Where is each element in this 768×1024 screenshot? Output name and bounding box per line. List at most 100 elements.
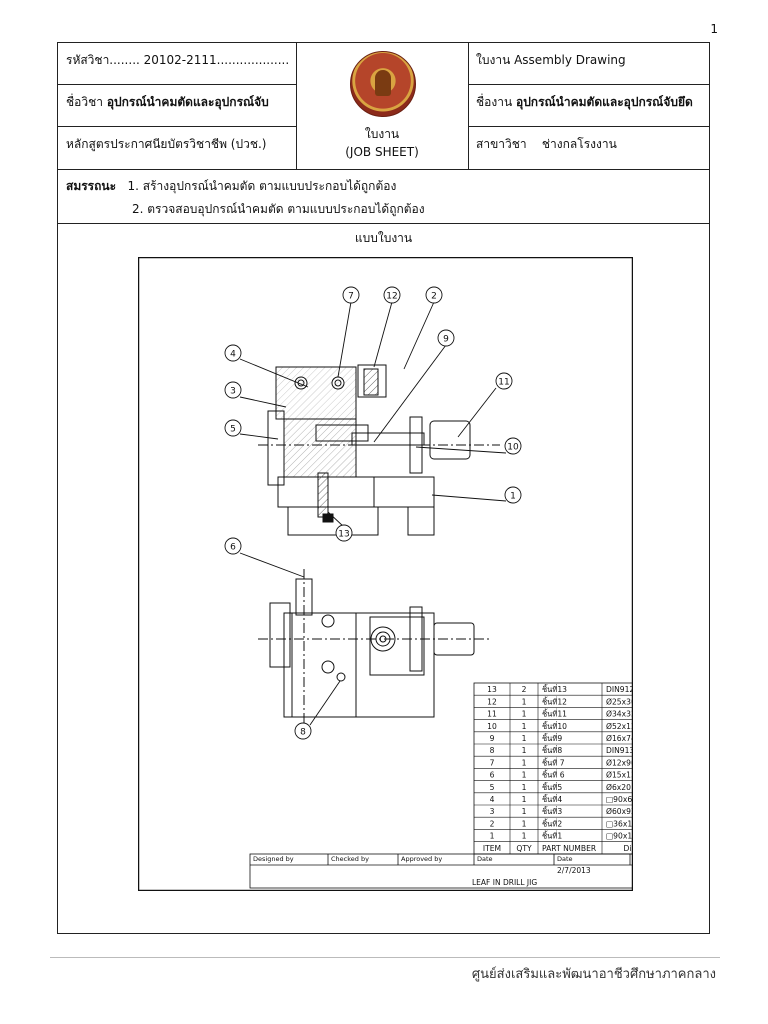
subject-code: รหัสวิชา........ 20102-2111.............…	[58, 43, 296, 85]
date-label-2: Date	[557, 855, 573, 863]
parts-table-cell: ชิ้นที่1	[542, 831, 562, 841]
balloon-12: 12	[383, 286, 401, 304]
svg-text:9: 9	[443, 335, 449, 345]
parts-table-cell: ชิ้นที่4	[542, 794, 562, 804]
svg-text:12: 12	[386, 292, 397, 302]
parts-table-cell: Ø6x20	[606, 783, 631, 792]
parts-table-cell: 9	[490, 734, 495, 743]
parts-table-cell: Ø12x90	[606, 758, 633, 767]
parts-table-cell: 1	[522, 783, 527, 792]
drawing-frame	[137, 256, 634, 892]
balloon-8: 8	[294, 722, 312, 740]
competency-item-2: 2. ตรวจสอบอุปกรณ์นำคมตัด ตามแบบประกอบได้…	[132, 202, 425, 216]
checked-by: Checked by	[331, 855, 369, 863]
svg-text:4: 4	[230, 350, 236, 360]
svg-text:2: 2	[431, 292, 437, 302]
institution-seal-logo	[350, 51, 416, 117]
parts-table-cell: ชิ้นที่8	[542, 745, 562, 755]
parts-table-cell: ชิ้นที่10	[542, 721, 567, 731]
svg-text:11: 11	[498, 378, 509, 388]
parts-table-cell: 1	[522, 795, 527, 804]
parts-table-cell: 13	[487, 685, 497, 694]
parts-table-cell: ชิ้นที่2	[542, 818, 562, 828]
footer-org: ศูนย์ส่งเสริมและพัฒนาอาชีวศึกษาภาคกลาง	[471, 967, 716, 982]
parts-table-cell: 1	[522, 697, 527, 706]
parts-table-cell: ชิ้นที่13	[542, 684, 567, 694]
parts-table-cell: 1	[522, 771, 527, 780]
parts-table-cell: 1	[522, 710, 527, 719]
header-middle: ใบงาน (JOB SHEET)	[296, 43, 469, 169]
footer-divider	[50, 957, 720, 958]
parts-table-cell: 1	[522, 758, 527, 767]
svg-text:10: 10	[507, 443, 519, 453]
job-name: อุปกรณ์นำคมตัดและอุปกรณ์จับยึด	[515, 95, 693, 109]
worksheet-label: ใบงาน Assembly Drawing	[468, 43, 709, 85]
parts-table-cell: □90x120x33	[606, 832, 633, 841]
parts-table-cell: ITEM	[483, 844, 501, 853]
parts-table-cell: QTY	[516, 844, 532, 853]
svg-text:7: 7	[348, 292, 354, 302]
subject-row: ชื่อวิชา อุปกรณ์นำคมตัดและอุปกรณ์จับ	[58, 85, 296, 127]
front-section-view	[258, 364, 500, 536]
top-view	[258, 569, 490, 727]
parts-table-cell: ชิ้นที่ 7	[542, 757, 565, 767]
balloon-1: 1	[504, 486, 522, 504]
parts-table-cell: 11	[487, 710, 497, 719]
parts-table-cell: 3	[490, 807, 495, 816]
sheet-title-en: (JOB SHEET)	[345, 145, 419, 159]
svg-text:13: 13	[338, 530, 349, 540]
header-left: รหัสวิชา........ 20102-2111.............…	[58, 43, 297, 169]
branch-name: ช่างกลโรงงาน	[541, 137, 617, 151]
balloon-5: 5	[224, 419, 242, 437]
balloon-10: 10	[504, 437, 522, 455]
balloon-3: 3	[224, 381, 242, 399]
parts-table-cell: Ø25x30	[606, 697, 633, 706]
date-value: 2/7/2013	[557, 866, 591, 875]
competency-line-1: สมรรถนะ 1. สร้างอุปกรณ์นำคมตัด ตามแบบประ…	[66, 177, 396, 196]
branch-label: สาขาวิชา	[476, 137, 527, 151]
parts-table-cell: DIN912	[606, 685, 633, 694]
job-row: ชื่องาน อุปกรณ์นำคมตัดและอุปกรณ์จับยึด	[468, 85, 709, 127]
parts-table-cell: Ø34x32	[606, 710, 633, 719]
parts-table-cell: ชิ้นที่9	[542, 733, 562, 743]
parts-table-cell: 1	[522, 832, 527, 841]
balloon-7: 7	[342, 286, 360, 304]
parts-table-cell: ชิ้นที่5	[542, 782, 562, 792]
competency-block: สมรรถนะ 1. สร้างอุปกรณ์นำคมตัด ตามแบบประ…	[58, 169, 709, 224]
balloon-9: 9	[437, 329, 455, 347]
parts-table-cell: Diamension	[623, 844, 633, 853]
parts-table-cell: 1	[522, 746, 527, 755]
parts-table-cell: ชิ้นที่3	[542, 806, 562, 816]
parts-table-cell: DIN913	[606, 746, 633, 755]
header-block: รหัสวิชา........ 20102-2111.............…	[58, 43, 709, 169]
balloon-11: 11	[495, 372, 513, 390]
parts-table-cell: 8	[490, 746, 495, 755]
svg-text:6: 6	[230, 543, 236, 553]
parts-table-cell: ชิ้นที่ 6	[542, 770, 565, 780]
svg-text:8: 8	[300, 728, 306, 738]
svg-text:5: 5	[230, 425, 236, 435]
drawing-caption: แบบใบงาน	[354, 231, 413, 245]
parts-table-cell: □90x60x110	[606, 795, 633, 804]
page-number: 1	[710, 22, 718, 36]
designed-by: Designed by	[253, 855, 294, 863]
subject-name: อุปกรณ์นำคมตัดและอุปกรณ์จับ	[106, 95, 269, 109]
svg-text:1: 1	[510, 492, 516, 502]
branch-row: สาขาวิชา ช่างกลโรงงาน	[468, 127, 709, 169]
parts-table-cell: 1	[522, 807, 527, 816]
parts-table-cell: 1	[522, 734, 527, 743]
parts-table-cell: □36x100x25	[606, 819, 633, 828]
parts-table-cell: 1	[490, 832, 495, 841]
balloon-6: 6	[224, 537, 242, 555]
drawing-title: LEAF IN DRILL JIG	[472, 878, 537, 887]
balloon-leaders	[239, 301, 507, 726]
parts-table-cell: 5	[490, 783, 495, 792]
balloon-4: 4	[224, 344, 242, 362]
subject-label: ชื่อวิชา	[66, 95, 103, 109]
balloons: 7 12 2 9 4 3 11 5 10 1 13 6 8	[224, 286, 522, 740]
header-right: ใบงาน Assembly Drawing ชื่องาน อุปกรณ์นำ…	[468, 43, 709, 169]
parts-table-cell: 2	[490, 819, 495, 828]
parts-table-cell: PART NUMBER	[542, 844, 597, 853]
parts-table-cell: 1	[522, 819, 527, 828]
